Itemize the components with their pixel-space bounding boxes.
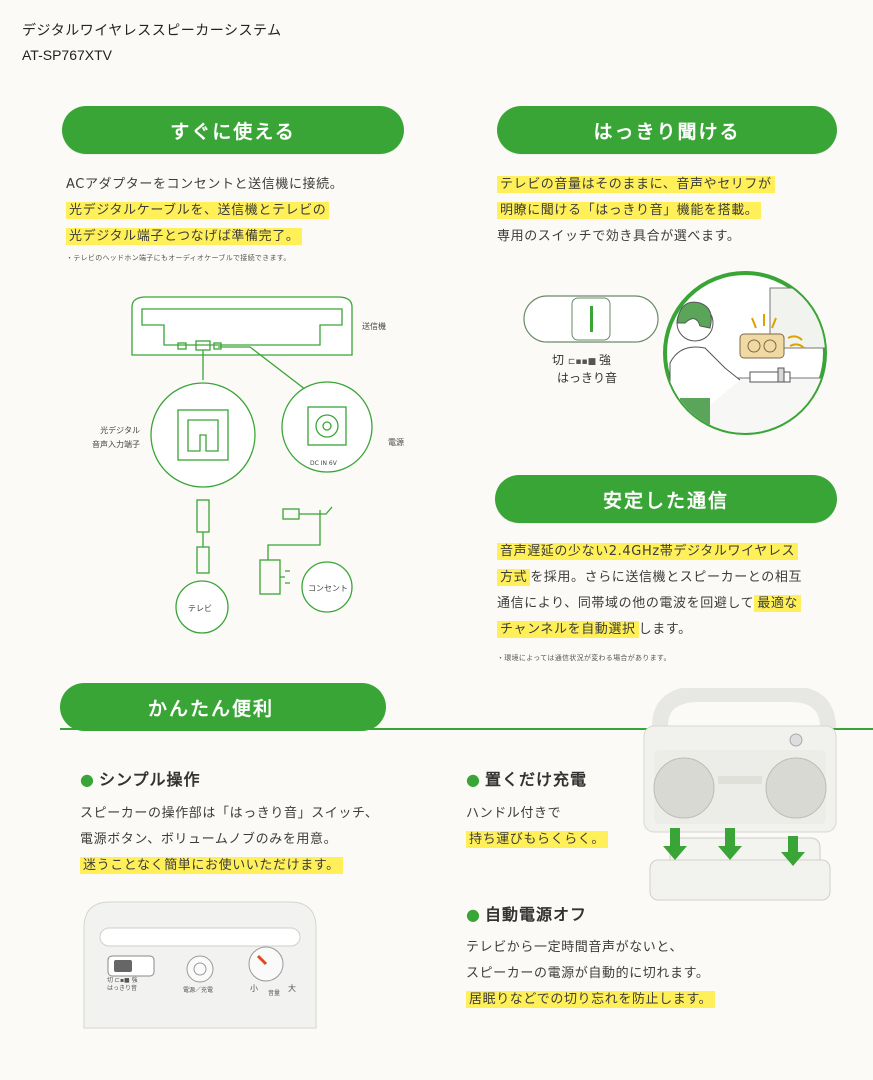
switch-strong-label: 強 <box>598 353 611 367</box>
heading-instant: すぐに使える <box>62 106 404 154</box>
speaker-control-panel <box>83 901 317 1029</box>
switch-off-label: 切 <box>552 353 565 367</box>
stable-note: ・環境によっては通信状況が変わる場合があります。 <box>497 654 671 662</box>
left-driver-icon <box>653 757 715 819</box>
autooff-title: ●自動電源オフ <box>466 901 587 925</box>
simple-line-3: 迷うことなく簡単にお使いいただけます。 <box>80 857 343 874</box>
clear-text: テレビの音量はそのままに、音声やセリフが 明瞭に聞ける「はっきり音」機能を搭載。… <box>497 172 775 250</box>
heading-stable: 安定した通信 <box>495 475 837 523</box>
connection-diagram <box>131 296 373 634</box>
stable-line-2a: 方式 <box>497 569 531 586</box>
simple-line-2: 電源ボタン、ボリュームノブのみを用意。 <box>80 832 338 847</box>
charge-line-2: 持ち運びもらくらく。 <box>466 831 609 848</box>
label-transmitter: 送信機 <box>362 322 386 331</box>
stable-text: 音声遅延の少ない2.4GHz帯デジタルワイヤレス 方式を採用。さらに送信機とスピ… <box>497 539 802 643</box>
clarity-switch-icon <box>523 295 659 343</box>
heading-convenient: かんたん便利 <box>60 683 386 731</box>
stable-line-4a: チャンネルを自動選択 <box>497 621 639 638</box>
autooff-line-3: 居眠りなどでの切り忘れを防止します。 <box>466 991 716 1008</box>
speaker-charging-photo <box>643 688 837 901</box>
product-title: デジタルワイヤレススピーカーシステム <box>22 23 282 39</box>
autooff-line-2: スピーカーの電源が自動的に切れます。 <box>466 966 710 981</box>
power-button <box>186 955 214 983</box>
panel-vol-small: 小 <box>250 984 258 993</box>
label-power: 電源 <box>388 438 404 447</box>
panel-strong-label: 強 <box>131 977 138 984</box>
simple-title-text: シンプル操作 <box>98 770 201 789</box>
panel-off-label: 切 <box>107 977 114 984</box>
label-optical-in-2: 音声入力端子 <box>92 440 140 449</box>
bullet-icon: ● <box>466 905 481 924</box>
panel-switch-labels: 切 ⊏▪■ 強 はっきり音 <box>107 977 138 992</box>
ac-adapter-icon <box>259 559 281 595</box>
charge-title: ●置くだけ充電 <box>466 766 587 790</box>
panel-vol-label: 音量 <box>268 990 281 997</box>
clear-line-3: 専用のスイッチで効き具合が選べます。 <box>497 229 741 244</box>
instant-text: ACアダプターをコンセントと送信機に接続。 光デジタルケーブルを、送信機とテレビ… <box>66 172 343 250</box>
stable-line-3a: 通信により、同帯域の他の電波を回避して <box>497 596 755 611</box>
autooff-line-1: テレビから一定時間音声がないと、 <box>466 940 684 955</box>
instant-note: ・テレビのヘッドホン端子にもオーディオケーブルで接続できます。 <box>66 254 291 262</box>
bullet-icon: ● <box>80 770 95 789</box>
outlet-icon <box>301 561 353 613</box>
tv-icon <box>175 580 229 634</box>
instant-line-1: ACアダプターをコンセントと送信機に接続。 <box>66 177 344 192</box>
clear-line-1: テレビの音量はそのままに、音声やセリフが <box>497 176 775 193</box>
stable-line-3b: 最適な <box>754 595 802 612</box>
kitchen-illustration <box>663 271 827 435</box>
label-outlet: コンセント <box>308 584 348 593</box>
instant-line-3: 光デジタル端子とつなげば準備完了。 <box>66 228 303 245</box>
heading-clear: はっきり聞ける <box>497 106 837 154</box>
label-optical-in-1: 光デジタル <box>100 426 140 435</box>
switch-label: はっきり音 <box>557 371 618 385</box>
stable-line-4b: します。 <box>638 622 692 637</box>
simple-title: ●シンプル操作 <box>80 766 201 790</box>
label-optical-in: 光デジタル 音声入力端子 <box>80 424 140 452</box>
charging-base-icon <box>649 859 831 901</box>
charge-line-1: ハンドル付きで <box>466 806 562 821</box>
convenient-divider <box>60 728 873 730</box>
simple-text: スピーカーの操作部は「はっきり音」スイッチ、 電源ボタン、ボリュームノブのみを用… <box>80 801 378 879</box>
stable-line-2b: を採用。さらに送信機とスピーカーとの相互 <box>530 570 803 585</box>
simple-line-1: スピーカーの操作部は「はっきり音」スイッチ、 <box>80 806 379 821</box>
autooff-title-text: 自動電源オフ <box>484 905 587 924</box>
optical-cable-icon <box>196 499 210 533</box>
stable-line-1: 音声遅延の少ない2.4GHz帯デジタルワイヤレス <box>497 543 799 560</box>
clear-line-2: 明瞭に聞ける「はっきり音」機能を搭載。 <box>497 202 762 219</box>
switch-range: 切 ⊏▪▪■ 強 <box>552 351 611 368</box>
power-port-icon <box>281 381 373 473</box>
label-tv: テレビ <box>188 604 212 613</box>
model-number: AT-SP767XTV <box>22 47 113 63</box>
instant-line-2: 光デジタルケーブルを、送信機とテレビの <box>66 202 330 219</box>
panel-vol-large: 大 <box>288 984 296 993</box>
right-driver-icon <box>765 757 827 819</box>
speaker-on-counter-icon <box>739 333 785 359</box>
charge-text: ハンドル付きで 持ち運びもらくらく。 <box>466 801 609 853</box>
transmitter-icon <box>131 296 353 356</box>
label-dc-in: DC IN 6V <box>310 460 337 467</box>
panel-power-label: 電源／充電 <box>183 987 214 994</box>
autooff-text: テレビから一定時間音声がないと、 スピーカーの電源が自動的に切れます。 居眠りな… <box>466 935 716 1013</box>
charge-title-text: 置くだけ充電 <box>484 770 587 789</box>
level-bars-icon: ⊏▪▪■ <box>567 357 599 367</box>
bullet-icon: ● <box>466 770 481 789</box>
panel-switch-label: はっきり音 <box>107 985 138 992</box>
